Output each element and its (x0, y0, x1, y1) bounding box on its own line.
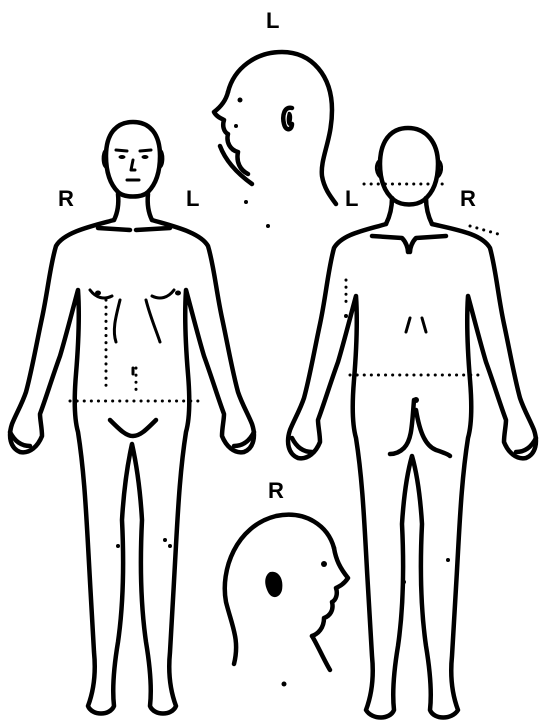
back-head-outline (380, 128, 438, 205)
front-figure (10, 122, 254, 714)
head-left-outline (228, 52, 336, 204)
back-left-scapula (410, 236, 446, 252)
back-sacrum-mark (413, 397, 419, 403)
label-front-left: L (186, 186, 199, 211)
back-right-scapula (372, 236, 408, 252)
back-buttocks (390, 400, 450, 456)
head-right-neck (312, 636, 330, 670)
front-left-knee-mark-1 (163, 538, 167, 542)
front-body-outline (10, 220, 254, 714)
front-left-collarbone (136, 228, 170, 230)
head-left-mark-3 (266, 224, 270, 228)
head-right-eye (321, 561, 327, 567)
back-left-calf-mark-2 (402, 580, 406, 584)
head-right-ear (265, 572, 282, 597)
back-figure (288, 128, 536, 718)
front-left-rib-line (146, 300, 160, 342)
front-left-chest (152, 290, 174, 298)
front-right-rib-line (114, 300, 120, 342)
front-left-knee-mark-2 (168, 544, 172, 548)
front-right-eyebrow (116, 150, 127, 151)
front-right-nipple (95, 291, 101, 296)
front-right-collarbone (98, 228, 130, 230)
label-head-left-side: L (266, 8, 279, 33)
head-profile-right (225, 515, 348, 687)
front-neck-left (148, 194, 152, 220)
back-neck-right (386, 198, 392, 224)
front-right-chest (90, 290, 112, 298)
label-back-right: R (460, 186, 476, 211)
back-lumbar-left (422, 318, 426, 332)
head-right-mark (282, 682, 287, 687)
front-left-nipple (175, 291, 181, 296)
front-left-eyebrow (140, 150, 151, 151)
label-back-left: L (345, 186, 358, 211)
head-profile-left (214, 52, 336, 228)
head-left-mark-2 (244, 200, 248, 204)
head-left-eye (238, 98, 243, 103)
label-front-right: R (58, 186, 74, 211)
back-neck-left (426, 198, 432, 224)
front-neck-right (114, 194, 118, 220)
front-groin (110, 420, 156, 436)
back-right-hand (292, 438, 312, 452)
back-body-outline (288, 224, 536, 718)
back-left-calf-mark-1 (446, 558, 450, 562)
front-right-knee-mark (116, 544, 120, 548)
head-left-mark-1 (234, 124, 238, 128)
back-lumbar-right (406, 318, 410, 332)
back-dotted-shoulder-right (470, 226, 498, 234)
front-left-eye (142, 155, 149, 159)
head-right-face (312, 548, 348, 636)
front-nose (131, 160, 135, 170)
label-head-right-side: R (268, 478, 284, 503)
front-right-eye (119, 155, 126, 159)
back-right-side-mark (344, 314, 348, 318)
